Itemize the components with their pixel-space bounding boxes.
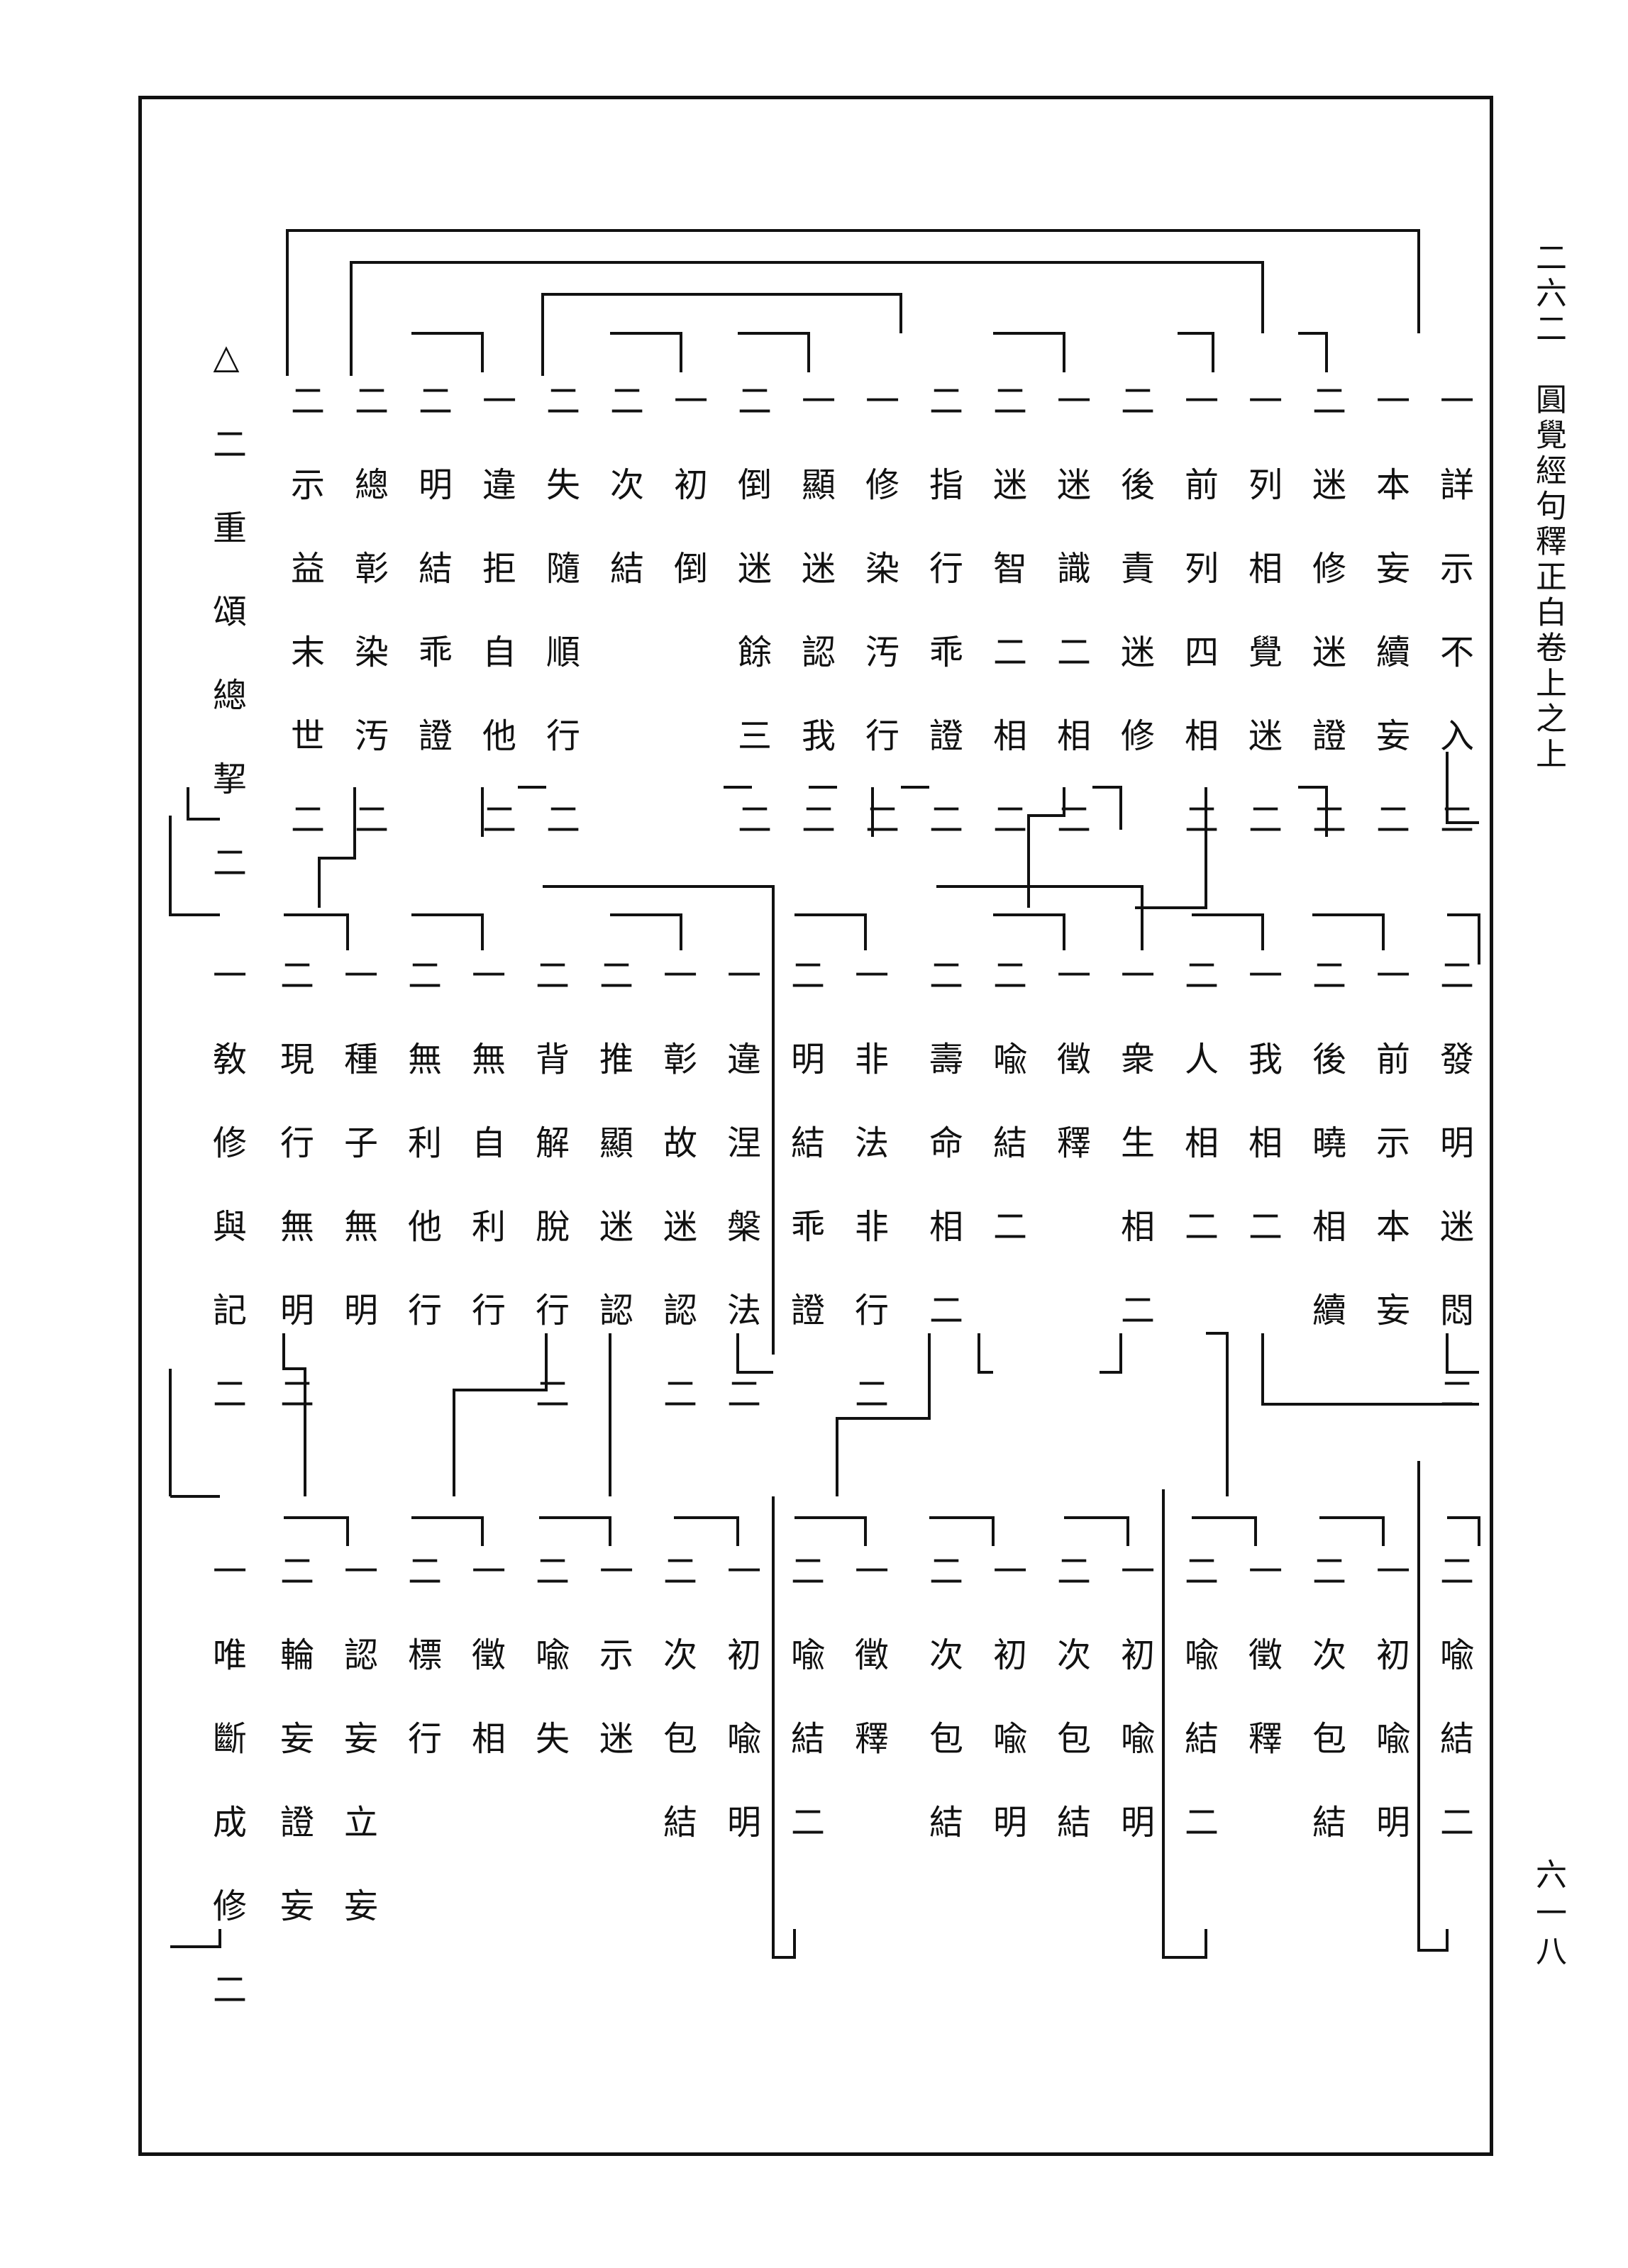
- outline-entry: 二後責迷修: [1114, 383, 1154, 801]
- outline-entry: 二明結乖證: [785, 957, 824, 1376]
- outline-entry: 二發明迷悶二: [1434, 957, 1473, 1460]
- outline-entry: 一前示本妄: [1370, 957, 1410, 1376]
- outline-entry: 二標行: [402, 1553, 441, 1804]
- outline-entry: 一示迷: [593, 1553, 633, 1804]
- outline-entry: 二喩失: [529, 1553, 569, 1804]
- outline-entry: 二倒迷餘三二: [731, 383, 771, 885]
- outline-entry: 一迷識二相二: [1051, 383, 1090, 885]
- outline-entry: 二人相二: [1178, 957, 1218, 1292]
- outline-entry: 一認妄立妄: [338, 1553, 377, 1972]
- outline-entry: 一徵釋: [848, 1553, 888, 1804]
- outline-entry: 一彰故迷認二: [657, 957, 697, 1460]
- page-frame: [138, 96, 1493, 2156]
- outline-entry: 一無自利行: [465, 957, 505, 1376]
- outline-entry: 二示益末世二: [284, 383, 324, 885]
- outline-entry: 二次結: [604, 383, 643, 634]
- margin-title: 二六二 圓覺經句釋正白卷上之上: [1530, 241, 1566, 773]
- outline-entry: 一列相覺迷二: [1242, 383, 1282, 885]
- outline-entry: 二背解脫行二: [529, 957, 569, 1460]
- outline-entry: 二喩結二: [785, 1553, 824, 1888]
- outline-entry: 二迷修迷證二: [1306, 383, 1346, 885]
- outline-entry: 二總彰染汚二: [348, 383, 388, 885]
- outline-entry: 一顯迷認我二: [795, 383, 835, 885]
- outline-entry: 二次包結: [657, 1553, 697, 1888]
- outline-entry: 一初喩明: [987, 1553, 1026, 1888]
- outline-entry: 一違涅槃法二: [721, 957, 760, 1460]
- outline-entry: 二喩結二: [1434, 1553, 1473, 1888]
- outline-entry: 一徵釋: [1051, 957, 1090, 1208]
- outline-entry: 一本妄續妄二: [1370, 383, 1410, 885]
- outline-entry: 二喩結二: [1178, 1553, 1218, 1888]
- outline-entry: 一敎修與記二: [206, 957, 246, 1460]
- outline-entry: 一種子無明: [338, 957, 377, 1376]
- outline-entry: 二輪妄證妄: [274, 1553, 314, 1972]
- outline-entry: △二重頌總挈二: [206, 337, 246, 928]
- outline-entry: 一初喩明: [1370, 1553, 1410, 1888]
- outline-entry: 一唯斷成修二: [206, 1553, 246, 2055]
- outline-entry: 一非法非行二: [848, 957, 888, 1460]
- outline-entry: 二後曉相續: [1306, 957, 1346, 1376]
- outline-entry: 一詳示不入二: [1434, 383, 1473, 885]
- outline-entry: 二次包結: [1306, 1553, 1346, 1888]
- margin-page-number: 六一八: [1530, 1858, 1566, 1973]
- outline-entry: 一初倒: [668, 383, 707, 634]
- outline-entry: 一徵釋: [1242, 1553, 1282, 1804]
- outline-entry: 二推顯迷認: [593, 957, 633, 1376]
- outline-entry: 二現行無明二: [274, 957, 314, 1460]
- outline-entry: 一初喩明: [721, 1553, 760, 1888]
- outline-entry: 一修染汚行二: [859, 383, 899, 885]
- outline-entry: 二明結乖證: [412, 383, 452, 801]
- outline-entry: 二次包結: [1051, 1553, 1090, 1888]
- outline-entry: 二次包結: [923, 1553, 963, 1888]
- outline-entry: 一衆生相二: [1114, 957, 1154, 1376]
- outline-entry: 二無利他行: [402, 957, 441, 1376]
- outline-entry: 一前列四相二: [1178, 383, 1218, 885]
- outline-entry: 二壽命相二: [923, 957, 963, 1376]
- outline-entry: 二失隨順行二: [540, 383, 580, 885]
- outline-entry: 二迷智二相二: [987, 383, 1026, 885]
- outline-entry: 二喩結二: [987, 957, 1026, 1292]
- outline-entry: 二指行乖證二: [923, 383, 963, 885]
- outline-entry: 一初喩明: [1114, 1553, 1154, 1888]
- outline-entry: 一違拒自他二: [476, 383, 516, 885]
- outline-entry: 一徵相: [465, 1553, 505, 1804]
- outline-entry: 一我相二: [1242, 957, 1282, 1292]
